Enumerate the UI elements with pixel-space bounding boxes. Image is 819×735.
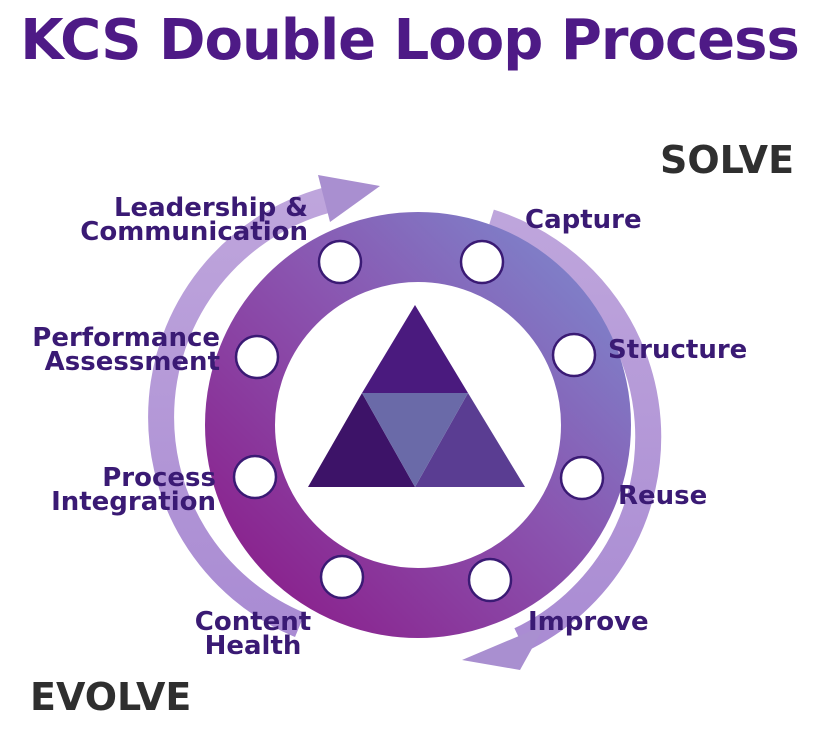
ring-nodes bbox=[232, 239, 605, 603]
triangle-bottom-left bbox=[308, 393, 415, 487]
page-title: KCS Double Loop Process bbox=[20, 8, 800, 73]
ring-node-performance-assessment bbox=[234, 334, 280, 380]
label-improve: Improve bbox=[528, 607, 649, 637]
triangle-top bbox=[362, 305, 468, 393]
label-process-integration-line1: Process bbox=[102, 463, 216, 493]
main-ring bbox=[205, 212, 631, 638]
ring-node-structure bbox=[551, 332, 597, 378]
center-triangle bbox=[308, 305, 525, 487]
ring-node-reuse bbox=[559, 455, 605, 501]
label-process-integration-line2: Integration bbox=[51, 487, 216, 517]
label-reuse: Reuse bbox=[618, 481, 708, 511]
ring-node-content-health bbox=[319, 554, 365, 600]
ring-node-leadership bbox=[317, 239, 363, 285]
ring-node-improve bbox=[467, 557, 513, 603]
label-leadership-line2: Communication bbox=[80, 217, 308, 247]
evolve-loop-arrow bbox=[148, 185, 338, 638]
triangle-center bbox=[362, 393, 468, 487]
ring-node-process-integration bbox=[232, 454, 278, 500]
solve-heading: SOLVE bbox=[660, 138, 795, 182]
solve-loop-arrow bbox=[486, 209, 662, 652]
evolve-heading: EVOLVE bbox=[30, 675, 192, 719]
label-process-integration: Process Integration bbox=[20, 463, 216, 517]
label-performance-assessment-line2: Assessment bbox=[44, 347, 220, 377]
label-content-health-line2: Health bbox=[204, 631, 302, 661]
label-structure: Structure bbox=[608, 335, 748, 365]
label-content-health-line1: Content bbox=[194, 607, 312, 637]
label-content-health: Content Health bbox=[188, 607, 318, 661]
evolve-arrowhead bbox=[318, 175, 380, 222]
label-leadership-communication: Leadership & Communication bbox=[44, 193, 308, 247]
ring-node-capture bbox=[459, 239, 505, 285]
solve-arrowhead bbox=[462, 625, 545, 670]
label-performance-assessment: Performance Assessment bbox=[4, 323, 220, 377]
label-capture: Capture bbox=[525, 205, 642, 235]
label-leadership-line1: Leadership & bbox=[113, 193, 308, 223]
triangle-bottom-right bbox=[415, 393, 525, 487]
label-performance-assessment-line1: Performance bbox=[32, 323, 220, 353]
